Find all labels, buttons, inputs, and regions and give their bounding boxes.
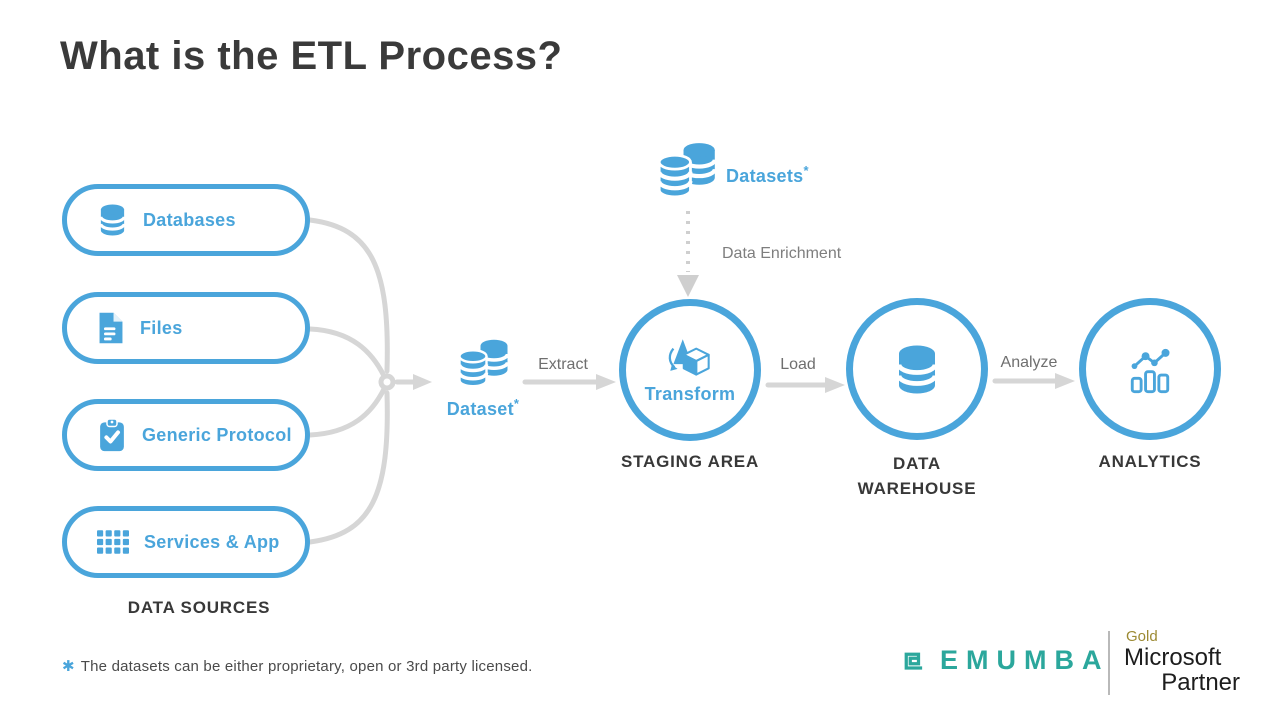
- data-sources-caption: DATA SOURCES: [127, 598, 271, 617]
- page-title: What is the ETL Process?: [60, 34, 563, 78]
- transform-label: Transform: [644, 383, 736, 404]
- source-pill-files: Files: [62, 292, 310, 364]
- dataset-label: Dataset*: [446, 396, 520, 419]
- clipboard-check-icon: [100, 417, 124, 451]
- source-pill-label: Generic Protocol: [142, 424, 292, 445]
- staging-area-caption: STAGING AREA: [620, 452, 760, 471]
- source-pill-databases: Databases: [62, 184, 310, 256]
- emumba-logo: EMUMBA: [898, 645, 1110, 676]
- partner-wordmark: Partner: [1161, 669, 1240, 697]
- source-pill-services-app: Services & App: [62, 506, 310, 578]
- source-pill-generic-protocol: Generic Protocol: [62, 399, 310, 471]
- dataset-node: Dataset*: [423, 338, 543, 420]
- warehouse-database-icon: [896, 345, 938, 393]
- analyze-label: Analyze: [1000, 354, 1058, 371]
- analytics-circle: [1079, 298, 1221, 440]
- source-pill-label: Services & App: [144, 531, 280, 552]
- dataset-stack-icon: [457, 339, 509, 388]
- brand-divider: [1108, 631, 1110, 695]
- footnote: ✱The datasets can be either proprietary,…: [62, 658, 533, 675]
- analytics-caption: ANALYTICS: [1098, 452, 1202, 471]
- data-enrichment-label: Data Enrichment: [722, 245, 842, 262]
- emumba-spiral-icon: [904, 652, 923, 670]
- footnote-asterisk-icon: ✱: [62, 658, 75, 675]
- app-grid-icon: [97, 530, 129, 554]
- transform-stage-circle: Transform: [619, 299, 761, 441]
- load-label: Load: [780, 356, 816, 373]
- source-pill-label: Databases: [143, 209, 236, 230]
- file-icon: [99, 312, 123, 344]
- extract-label: Extract: [538, 356, 588, 373]
- microsoft-wordmark: Microsoft: [1124, 644, 1222, 671]
- data-warehouse-circle: [846, 298, 988, 440]
- microsoft-partner-logo: Gold Microsoft Partner: [1124, 628, 1240, 695]
- datasets-label: Datasets*: [726, 163, 809, 186]
- data-warehouse-caption: DATA WAREHOUSE: [857, 454, 977, 498]
- analytics-chart-icon: [1130, 348, 1170, 393]
- datasets-stack-icon: [657, 143, 717, 199]
- database-icon: [99, 204, 126, 236]
- source-pill-label: Files: [140, 317, 183, 338]
- partner-tier: Gold: [1126, 628, 1158, 645]
- transform-icon: [668, 338, 710, 376]
- emumba-wordmark: EMUMBA: [940, 645, 1110, 675]
